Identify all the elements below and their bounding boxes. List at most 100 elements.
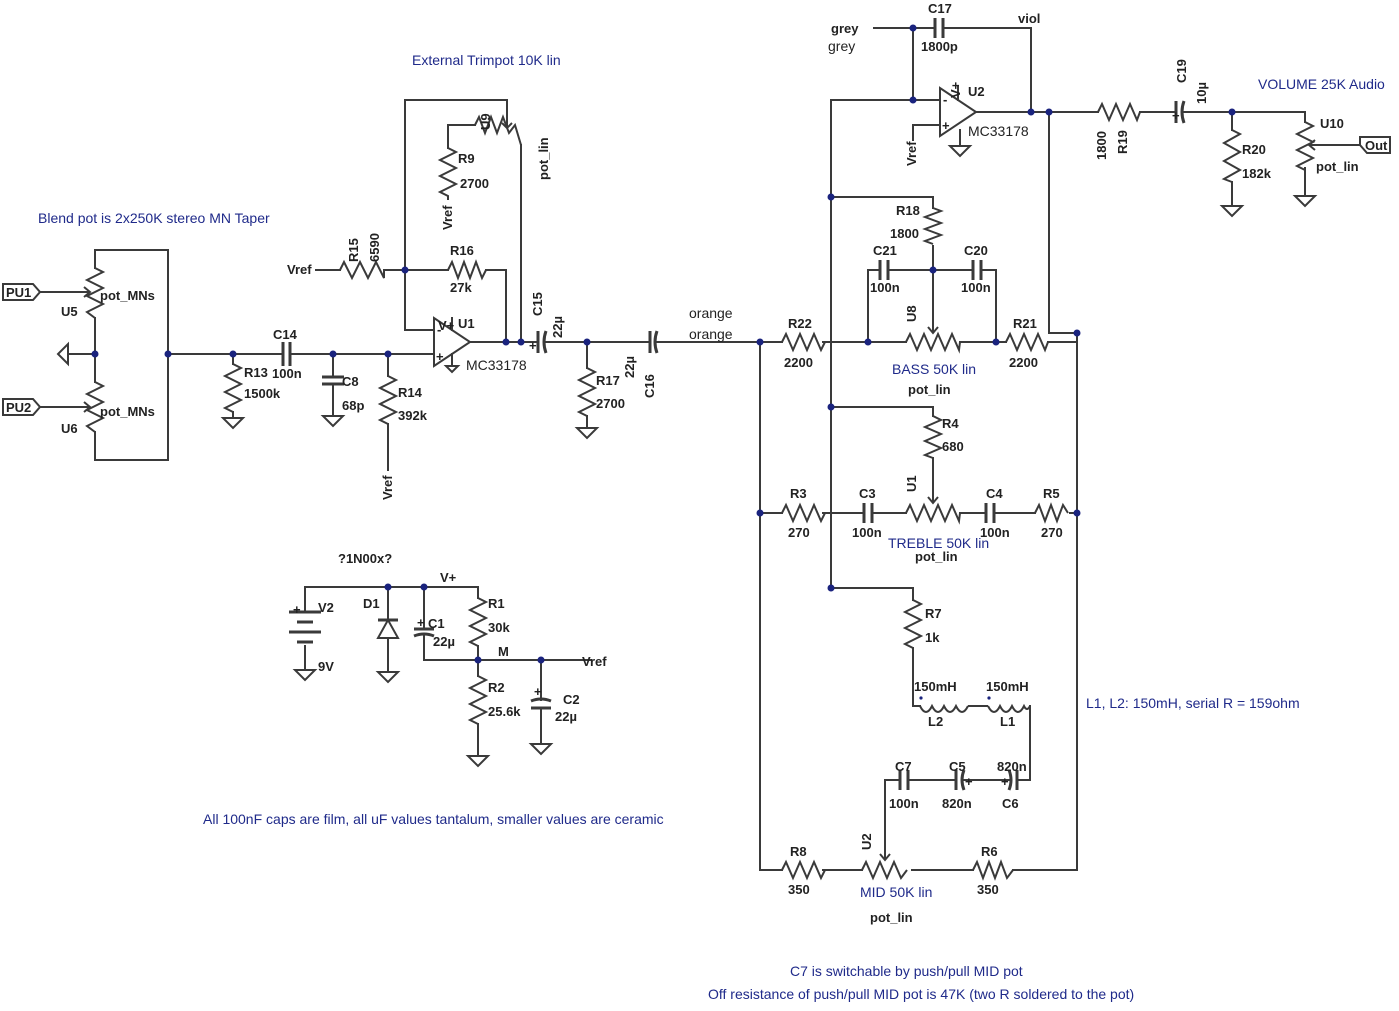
cap-c3 bbox=[862, 503, 874, 523]
resistor-r19 bbox=[1097, 101, 1141, 123]
svg-text:-: - bbox=[437, 322, 441, 337]
pot-u6 bbox=[84, 381, 106, 433]
label-l1: L1 bbox=[1000, 714, 1015, 729]
label-u1t-val: pot_lin bbox=[915, 549, 958, 564]
cap-c20 bbox=[971, 260, 983, 280]
cap-c2 bbox=[530, 697, 552, 710]
supply-parts: + bbox=[289, 602, 400, 644]
label-c5: C5 bbox=[949, 759, 966, 774]
resistor-r1 bbox=[467, 597, 489, 647]
label-r1-val: 30k bbox=[488, 620, 510, 635]
label-vref-r15: Vref bbox=[287, 262, 312, 277]
label-viol: viol bbox=[1018, 11, 1040, 26]
label-u8: U8 bbox=[904, 305, 919, 322]
resistor-r18 bbox=[922, 207, 944, 245]
note-mid: MID 50K lin bbox=[860, 884, 932, 900]
label-r6-val: 350 bbox=[977, 882, 999, 897]
label-r19-val: 1800 bbox=[1094, 131, 1109, 160]
label-v2-val: 9V bbox=[318, 659, 334, 674]
cap-c5 bbox=[954, 769, 966, 791]
label-u5: U5 bbox=[61, 304, 78, 319]
resistor-r21 bbox=[1005, 331, 1049, 353]
label-vplus-u2: V+ bbox=[948, 81, 963, 98]
label-c2: C2 bbox=[563, 692, 580, 707]
cap-c19 bbox=[1174, 100, 1186, 124]
note-off-resistance: Off resistance of push/pull MID pot is 4… bbox=[708, 986, 1134, 1002]
pot-u8 bbox=[905, 331, 961, 354]
label-r9-val: 2700 bbox=[460, 176, 489, 191]
svg-text:+: + bbox=[534, 684, 542, 699]
label-c3: C3 bbox=[859, 486, 876, 501]
label-r7-val: 1k bbox=[925, 630, 940, 645]
label-u10-val: pot_lin bbox=[1316, 159, 1359, 174]
label-r18-val: 1800 bbox=[890, 226, 919, 241]
cap-c1 bbox=[413, 627, 435, 638]
svg-text:+: + bbox=[965, 774, 973, 789]
potentiometers bbox=[78, 114, 1320, 881]
note-c7-switch: C7 is switchable by push/pull MID pot bbox=[790, 963, 1023, 979]
port-tags: PU1 PU2 Out bbox=[2, 136, 1391, 416]
label-u2: U2 bbox=[968, 84, 985, 99]
label-u10: U10 bbox=[1320, 116, 1344, 131]
label-c21: C21 bbox=[873, 243, 897, 258]
label-r17-val: 2700 bbox=[596, 396, 625, 411]
cap-c15 bbox=[536, 330, 548, 354]
resistors bbox=[222, 101, 1243, 881]
pot-u1-treble bbox=[905, 502, 961, 525]
label-r3-val: 270 bbox=[788, 525, 810, 540]
label-c20-val: 100n bbox=[961, 280, 991, 295]
label-r4: R4 bbox=[942, 416, 959, 431]
pot-u10 bbox=[1294, 121, 1316, 171]
label-c21-val: 100n bbox=[870, 280, 900, 295]
cap-c16 bbox=[648, 330, 659, 354]
svg-text:+: + bbox=[1172, 108, 1180, 123]
label-c7: C7 bbox=[895, 759, 912, 774]
resistor-r22 bbox=[781, 331, 826, 353]
label-r5-val: 270 bbox=[1041, 525, 1063, 540]
label-r13: R13 bbox=[244, 365, 268, 380]
wires bbox=[39, 27, 1361, 871]
resistor-r2 bbox=[467, 675, 489, 725]
label-c8: C8 bbox=[342, 374, 359, 389]
label-c14: C14 bbox=[273, 327, 298, 342]
label-u6: U6 bbox=[61, 421, 78, 436]
label-u1: U1 bbox=[458, 316, 475, 331]
op-amps: - + - + bbox=[433, 85, 978, 374]
note-inductors: L1, L2: 150mH, serial R = 159ohm bbox=[1086, 695, 1300, 711]
label-c2-val: 22µ bbox=[555, 709, 577, 724]
port-pu1: PU1 bbox=[2, 283, 42, 301]
resistor-r17 bbox=[576, 367, 598, 417]
label-u1-treble: U1 bbox=[904, 475, 919, 492]
label-r5: R5 bbox=[1043, 486, 1060, 501]
note-bass: BASS 50K lin bbox=[892, 361, 976, 377]
label-r15: R15 bbox=[346, 238, 361, 262]
svg-text:+: + bbox=[293, 602, 301, 617]
label-c1-val: 22µ bbox=[433, 634, 455, 649]
label-c17: C17 bbox=[928, 1, 952, 16]
label-vref-r14: Vref bbox=[380, 475, 395, 500]
resistor-r15 bbox=[339, 259, 385, 281]
ground-symbols bbox=[56, 145, 1318, 768]
label-m: M bbox=[498, 644, 509, 659]
svg-text:+: + bbox=[1001, 774, 1009, 789]
opamp-u1: - + bbox=[433, 316, 472, 374]
component-labels: U5 pot_MNs U6 pot_MNs C14 100n R13 1500k… bbox=[61, 1, 1359, 925]
label-diode-part: ?1N00x? bbox=[338, 551, 392, 566]
note-caps: All 100nF caps are film, all uF values t… bbox=[203, 811, 664, 827]
label-orange-1: orange bbox=[689, 305, 733, 321]
label-u2-val: MC33178 bbox=[968, 123, 1029, 139]
label-vref-supply: Vref bbox=[582, 654, 607, 669]
cap-c14 bbox=[281, 342, 292, 366]
label-vref-r9: Vref bbox=[440, 205, 455, 230]
resistor-r8 bbox=[781, 859, 826, 881]
cap-c6 bbox=[1007, 769, 1019, 791]
label-d1: D1 bbox=[363, 596, 380, 611]
label-c4: C4 bbox=[986, 486, 1003, 501]
label-l2-val: 150mH bbox=[914, 679, 957, 694]
resistor-r7 bbox=[902, 599, 924, 649]
note-volume: VOLUME 25K Audio bbox=[1258, 76, 1385, 92]
label-orange-2: orange bbox=[689, 326, 733, 342]
svg-text:PU1: PU1 bbox=[6, 285, 31, 300]
label-v2: V2 bbox=[318, 600, 334, 615]
resistor-r14 bbox=[377, 375, 399, 425]
